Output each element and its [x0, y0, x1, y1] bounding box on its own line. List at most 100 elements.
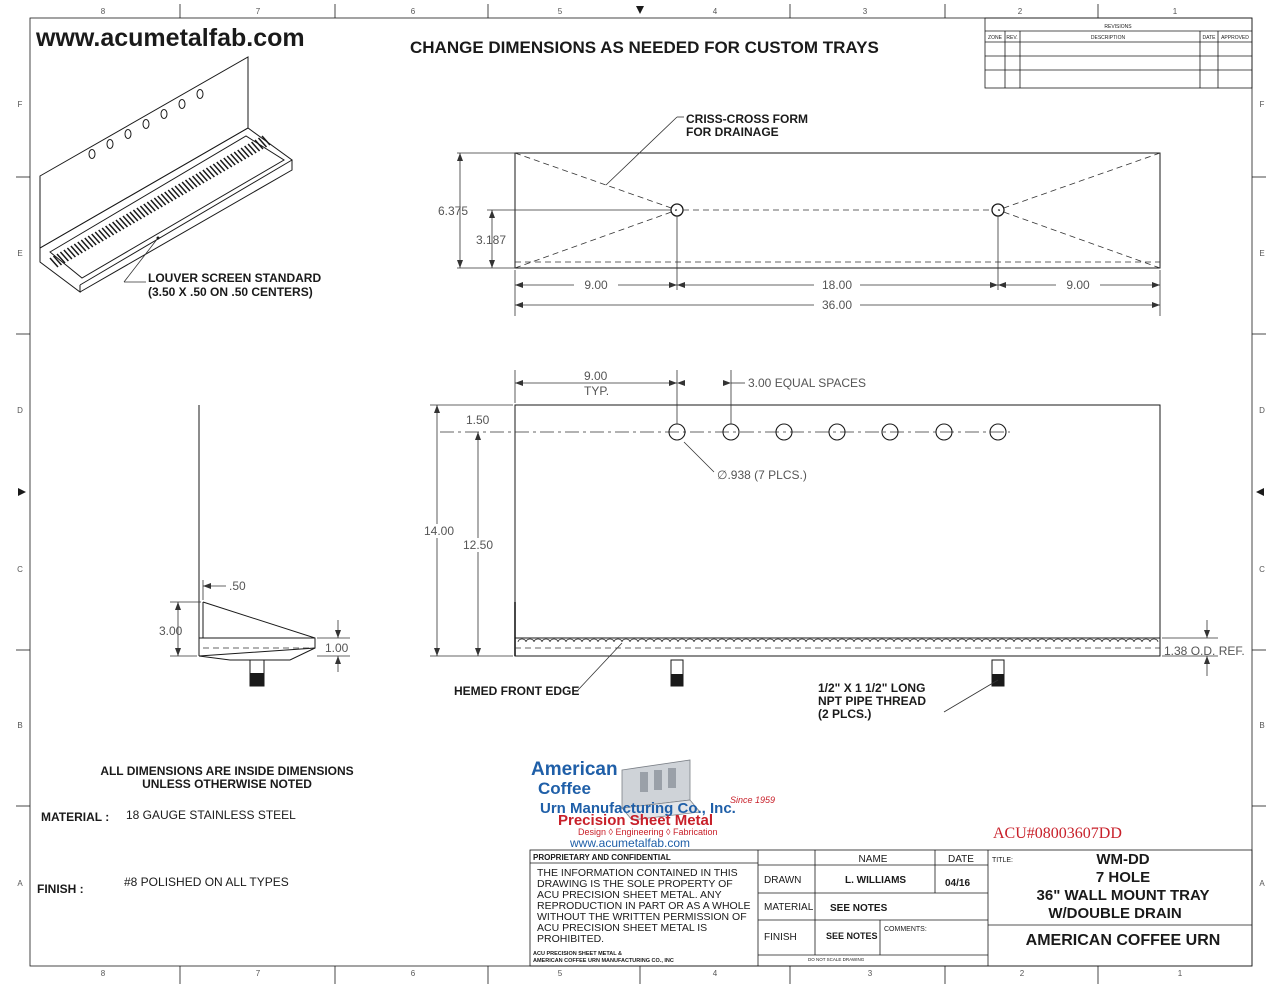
logo-since: Since 1959 [730, 795, 775, 805]
front-view [430, 370, 1218, 713]
finish-value: #8 POLISHED ON ALL TYPES [124, 875, 289, 889]
zone-bottom-5: 5 [558, 969, 563, 978]
revisions-col-approved: APPROVED [1221, 35, 1249, 41]
top-view [457, 116, 1161, 316]
thread-note-line2: NPT PIPE THREAD [818, 694, 926, 708]
prop-text-line: ACU PRECISION SHEET METAL. ANY [537, 889, 722, 901]
zone-top-1: 1 [1173, 7, 1178, 16]
finish-tb-value: SEE NOTES [826, 931, 878, 941]
dim-drain-spacing: 18.00 [822, 278, 852, 292]
prop-text-line: DRAWING IS THE SOLE PROPERTY OF [537, 878, 733, 890]
dim-left-offset: 9.00 [584, 278, 608, 292]
dim-overall-length: 36.00 [822, 298, 852, 312]
drawn-name: L. WILLIAMS [845, 875, 906, 886]
faucet-holes-iso [88, 89, 204, 159]
no-scale-note: DO NOT SCALE DRAWING [808, 957, 865, 962]
zone-bottom-4: 4 [713, 969, 718, 978]
zone-left-a: A [17, 879, 23, 888]
dim-tray-depth: 6.375 [438, 204, 468, 218]
zone-top-4: 4 [713, 7, 718, 16]
dim-hole-offset: 1.50 [466, 413, 490, 427]
comments-label: COMMENTS: [884, 926, 927, 933]
title-block [529, 849, 1253, 967]
part-number: ACU#08003607DD [993, 825, 1122, 842]
zone-right-c: C [1259, 565, 1265, 574]
zone-bottom-1: 1 [1178, 969, 1183, 978]
zone-top-2: 2 [1018, 7, 1023, 16]
drawn-label: DRAWN [764, 875, 801, 886]
prop-text-line: WITHOUT THE WRITTEN PERMISSION OF [537, 911, 747, 923]
material-value: 18 GAUGE STAINLESS STEEL [126, 808, 296, 822]
louver-note-line1: LOUVER SCREEN STANDARD [148, 271, 321, 285]
isometric-view [39, 56, 293, 293]
dim-inner-height: 12.50 [463, 538, 493, 552]
title-line-model: WM-DD [1096, 851, 1149, 868]
zone-left-d: D [17, 406, 23, 415]
drainage-note-line2: FOR DRAINAGE [686, 125, 779, 139]
zone-right-d: D [1259, 406, 1265, 415]
logo-tray-graphic [621, 759, 701, 821]
revisions-col-date: DATE [1203, 35, 1217, 41]
website-heading: www.acumetalfab.com [35, 24, 305, 52]
material-tb-value: SEE NOTES [830, 903, 888, 914]
prop-text-line: ACU PRECISION SHEET METAL IS [537, 922, 707, 934]
zone-right-f: F [1260, 100, 1265, 109]
drain-fitting-left [670, 659, 684, 687]
prop-text: THE INFORMATION CONTAINED IN THIS DRAWIN… [537, 867, 751, 945]
material-label: MATERIAL : [41, 810, 109, 824]
zone-left-f: F [18, 100, 23, 109]
finish-tb-label: FINISH [764, 932, 797, 943]
dim-backsplash-height: 14.00 [424, 524, 454, 538]
side-view [170, 405, 350, 687]
drawn-date: 04/16 [945, 878, 970, 889]
revisions-col-zone: ZONE [988, 35, 1003, 41]
material-tb-label: MATERIAL [764, 902, 814, 913]
dim-typ: TYP. [584, 384, 609, 398]
prop-text-line: REPRODUCTION IN PART OR AS A WHOLE [537, 900, 751, 912]
zone-top-6: 6 [411, 7, 416, 16]
zone-markers: 8 7 6 5 4 3 2 1 8 7 6 5 4 3 2 1 F E D C … [16, 4, 1266, 984]
logo-line2: Coffee [538, 779, 591, 798]
zone-bottom-2: 2 [1020, 969, 1025, 978]
zone-bottom-3: 3 [868, 969, 873, 978]
logo-psm: Precision Sheet Metal [558, 812, 713, 829]
dim-wall-thickness: .50 [229, 579, 246, 593]
prop-foot-line1: ACU PRECISION SHEET METAL & [533, 951, 622, 957]
dim-drain-center: 3.187 [476, 233, 506, 247]
drainage-note-line1: CRISS-CROSS FORM [686, 112, 808, 126]
revisions-col-rev: REV. [1006, 35, 1017, 41]
dim-first-hole: 9.00 [584, 369, 608, 383]
dim-front-height: 1.00 [325, 641, 349, 655]
logo-line3: Urn Manufacturing Co., Inc. [540, 800, 736, 817]
dim-right-offset: 9.00 [1066, 278, 1090, 292]
prop-foot-line2: AMERICAN COFFEE URN MANUFACTURING CO., I… [533, 958, 674, 964]
title-line-holes: 7 HOLE [1096, 869, 1150, 886]
prop-title: PROPRIETARY AND CONFIDENTIAL [533, 853, 671, 862]
dim-od-ref: 1.38 O.D. REF. [1164, 644, 1245, 658]
zone-left-e: E [17, 249, 22, 258]
revisions-col-description: DESCRIPTION [1091, 35, 1126, 41]
dim-tray-height: 3.00 [159, 624, 183, 638]
dim-hole-spacing: 3.00 EQUAL SPACES [748, 376, 866, 390]
zone-top-8: 8 [101, 7, 106, 16]
title-line-drain: W/DOUBLE DRAIN [1048, 905, 1181, 922]
thread-note-line1: 1/2" X 1 1/2" LONG [818, 681, 925, 695]
dims-note-line2: UNLESS OTHERWISE NOTED [142, 777, 312, 791]
revisions-title: REVISIONS [1104, 24, 1132, 30]
thread-note-line3: (2 PLCS.) [818, 707, 871, 721]
title-label: TITLE: [992, 857, 1013, 864]
zone-top-3: 3 [863, 7, 868, 16]
louver-note-line2: (3.50 X .50 ON .50 CENTERS) [148, 285, 313, 299]
zone-top-5: 5 [558, 7, 563, 16]
zone-left-c: C [17, 565, 23, 574]
prop-text-line: THE INFORMATION CONTAINED IN THIS [537, 867, 738, 879]
page-title: CHANGE DIMENSIONS AS NEEDED FOR CUSTOM T… [410, 38, 879, 57]
logo-line1: American [531, 759, 618, 780]
zone-top-7: 7 [256, 7, 261, 16]
zone-bottom-6: 6 [411, 969, 416, 978]
zone-bottom-8: 8 [101, 969, 106, 978]
dims-note-line1: ALL DIMENSIONS ARE INSIDE DIMENSIONS [100, 764, 353, 778]
logo-tagline: Design ◊ Engineering ◊ Fabrication [578, 827, 717, 837]
company-logo: American Coffee Urn Manufacturing Co., I… [531, 759, 775, 850]
finish-label: FINISH : [37, 882, 84, 896]
